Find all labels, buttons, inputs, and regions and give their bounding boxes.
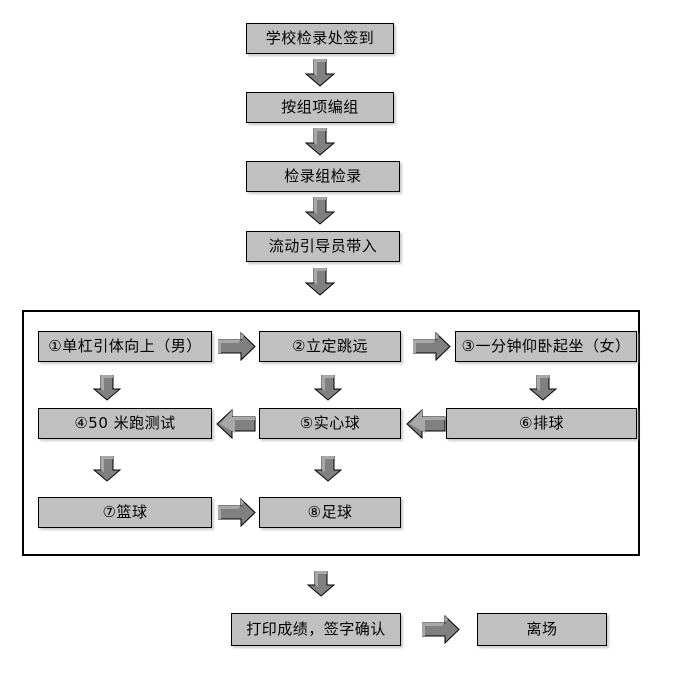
arrow-down-icon [305, 197, 335, 225]
node-exit-venue[interactable]: 离场 [477, 613, 607, 646]
arrow-down-4 [305, 268, 335, 296]
node-school-checkin[interactable]: 学校检录处签到 [246, 23, 394, 54]
arrow-down-6 [314, 375, 342, 401]
arrow-down-icon [93, 375, 121, 401]
arrow-down-icon [307, 571, 335, 597]
station-5-solid-ball[interactable]: ⑤实心球 [259, 408, 401, 439]
node-label: 按组项编组 [281, 98, 359, 116]
node-label: 流动引导员带入 [268, 237, 378, 255]
arrow-right-2 [413, 332, 451, 361]
arrow-left-icon [216, 409, 256, 439]
station-6-volleyball[interactable]: ⑥排球 [446, 408, 637, 439]
node-label: ②立定跳远 [292, 337, 368, 355]
arrow-left-1 [216, 409, 256, 439]
arrow-down-icon [305, 268, 335, 296]
arrow-down-1 [305, 59, 335, 87]
station-4-50m-sprint-test[interactable]: ④50 米跑测试 [38, 408, 212, 439]
arrow-down-5 [93, 375, 121, 401]
node-group-by-event[interactable]: 按组项编组 [246, 92, 394, 123]
node-label: ④50 米跑测试 [74, 414, 176, 432]
arrow-down-icon [529, 375, 557, 401]
arrow-right-4 [422, 615, 460, 644]
node-label: 检录组检录 [284, 167, 362, 185]
station-8-football[interactable]: ⑧足球 [259, 497, 401, 528]
arrow-down-9 [314, 456, 342, 482]
node-label: ①单杠引体向上（男） [48, 337, 202, 355]
node-label: 打印成绩，签字确认 [246, 620, 386, 638]
event-stations-group-frame [22, 310, 640, 556]
station-3-one-minute-situps-female[interactable]: ③一分钟仰卧起坐（女） [455, 331, 637, 362]
node-label: ③一分钟仰卧起坐（女） [461, 337, 631, 355]
station-2-standing-long-jump[interactable]: ②立定跳远 [259, 331, 401, 362]
node-label: ⑦篮球 [102, 503, 148, 521]
arrow-down-icon [314, 375, 342, 401]
arrow-left-2 [406, 409, 446, 439]
arrow-down-2 [305, 128, 335, 156]
arrow-down-icon [305, 128, 335, 156]
node-checkin-group-roll-call[interactable]: 检录组检录 [246, 161, 400, 192]
node-label: ⑧足球 [307, 503, 353, 521]
arrow-right-icon [218, 498, 256, 527]
node-label: ⑥排球 [519, 414, 564, 432]
arrow-down-icon [305, 59, 335, 87]
node-guide-escort[interactable]: 流动引导员带入 [246, 231, 400, 262]
arrow-left-icon [406, 409, 446, 439]
arrow-down-icon [93, 456, 121, 482]
arrow-right-icon [413, 332, 451, 361]
arrow-right-1 [218, 332, 256, 361]
station-7-basketball[interactable]: ⑦篮球 [38, 497, 212, 528]
arrow-down-8 [93, 456, 121, 482]
node-label: 离场 [526, 620, 558, 638]
station-1-pullups-male[interactable]: ①单杠引体向上（男） [38, 331, 212, 362]
arrow-right-icon [422, 615, 460, 644]
arrow-down-10 [307, 571, 335, 597]
arrow-right-3 [218, 498, 256, 527]
arrow-right-icon [218, 332, 256, 361]
arrow-down-7 [529, 375, 557, 401]
node-print-results-sign[interactable]: 打印成绩，签字确认 [231, 613, 401, 646]
arrow-down-3 [305, 197, 335, 225]
node-label: ⑤实心球 [299, 414, 361, 432]
node-label: 学校检录处签到 [265, 29, 375, 47]
arrow-down-icon [314, 456, 342, 482]
